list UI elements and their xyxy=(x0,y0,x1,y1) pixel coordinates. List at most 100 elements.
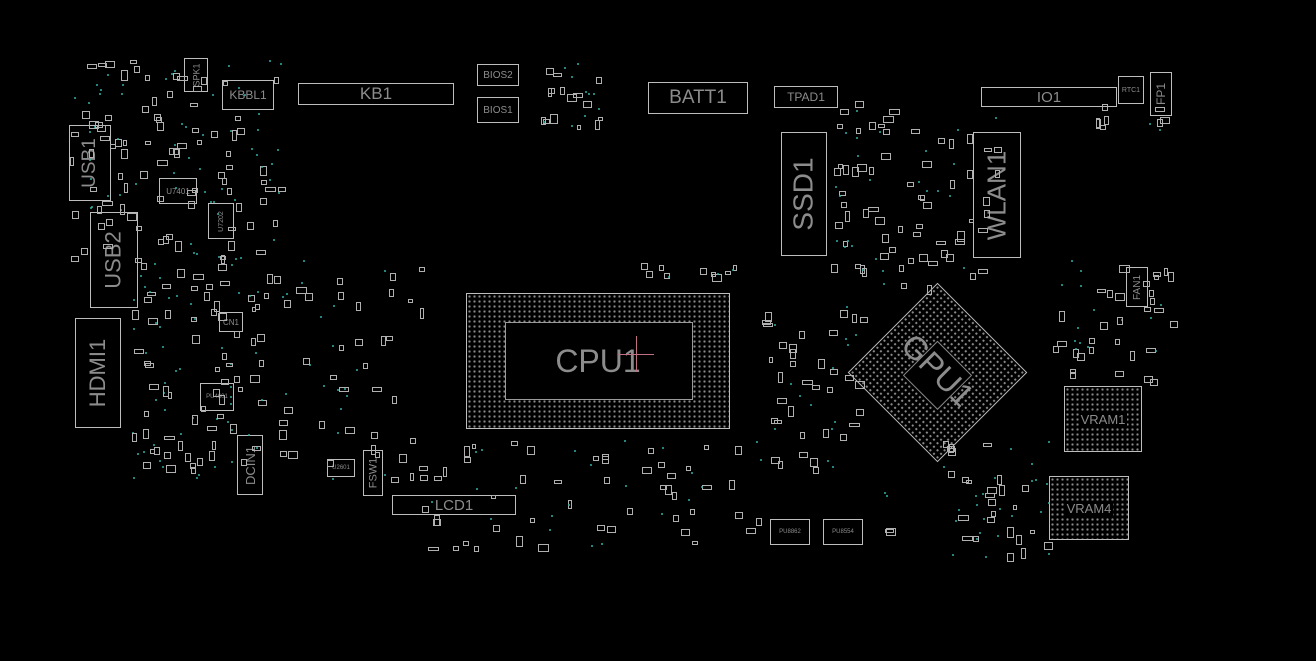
smd-part xyxy=(105,115,112,121)
component-vram1[interactable]: VRAM1 xyxy=(1064,386,1142,452)
test-point xyxy=(132,328,135,331)
smd-part xyxy=(829,368,838,375)
component-bios2[interactable]: BIOS2 xyxy=(477,64,519,86)
test-point xyxy=(106,194,109,197)
smd-part xyxy=(1089,346,1094,355)
test-point xyxy=(233,198,236,201)
smd-part xyxy=(977,228,989,234)
component-u2601[interactable]: U2601 xyxy=(327,459,355,477)
test-point xyxy=(1031,480,1034,483)
smd-part xyxy=(248,295,256,302)
smd-part xyxy=(234,331,241,338)
component-kb1[interactable]: KB1 xyxy=(298,83,454,105)
test-point xyxy=(143,450,146,453)
smd-part xyxy=(984,148,993,153)
test-point xyxy=(278,191,280,194)
component-pu8862[interactable]: PU8862 xyxy=(770,519,810,545)
component-dcin1[interactable]: DCIN1 xyxy=(237,435,263,495)
smd-part xyxy=(144,362,154,368)
smd-part xyxy=(380,335,386,346)
smd-part xyxy=(272,219,279,227)
test-point xyxy=(1086,345,1089,348)
smd-part xyxy=(874,217,885,225)
cpu-die-area xyxy=(505,322,693,400)
component-rtc1[interactable]: RTC1 xyxy=(1118,76,1144,104)
test-point xyxy=(982,518,985,521)
test-point xyxy=(624,485,627,488)
smd-part xyxy=(642,467,653,475)
component-usb1[interactable]: USB1 xyxy=(69,125,111,201)
test-point xyxy=(158,277,161,280)
smd-part xyxy=(140,263,147,270)
component-batt1[interactable]: BATT1 xyxy=(648,82,748,114)
smd-part xyxy=(327,459,334,468)
smd-part xyxy=(225,363,234,368)
test-point xyxy=(589,464,592,467)
test-point xyxy=(875,257,878,260)
test-point xyxy=(220,187,223,190)
component-cpu1[interactable]: CPU1 xyxy=(466,293,730,429)
smd-part xyxy=(191,466,197,475)
smd-part xyxy=(201,77,207,86)
smd-part xyxy=(162,386,170,398)
test-point xyxy=(542,120,545,123)
test-point xyxy=(975,503,978,506)
component-vram4[interactable]: VRAM4 xyxy=(1049,476,1129,540)
label: SPK1 xyxy=(191,63,202,87)
component-pu8554[interactable]: PU8554 xyxy=(823,519,863,545)
smd-part xyxy=(856,128,861,134)
test-point xyxy=(144,286,146,289)
component-cn1[interactable]: CN1 xyxy=(219,312,243,332)
test-point xyxy=(667,276,670,279)
test-point xyxy=(976,537,979,540)
component-usb2[interactable]: USB2 xyxy=(90,212,138,308)
smd-part xyxy=(149,383,160,390)
smd-part xyxy=(225,151,232,157)
smd-part xyxy=(834,167,842,176)
label: PU4601 xyxy=(206,394,228,400)
component-u7401[interactable]: U7401 xyxy=(159,178,197,204)
smd-part xyxy=(1143,281,1151,288)
smd-part xyxy=(99,135,111,142)
test-point xyxy=(231,264,234,267)
component-kbbl1[interactable]: KBBL1 xyxy=(222,80,274,110)
test-point xyxy=(198,473,200,476)
smd-part xyxy=(862,267,868,277)
test-point xyxy=(999,508,1002,511)
smd-part xyxy=(988,498,996,507)
test-point xyxy=(220,347,223,350)
label: CPU1 xyxy=(555,342,641,379)
test-point xyxy=(261,166,264,169)
test-point xyxy=(755,441,758,443)
smd-part xyxy=(602,456,610,465)
component-u7202[interactable]: U7202 xyxy=(208,203,234,239)
smd-part xyxy=(389,272,397,282)
smd-part xyxy=(250,375,260,383)
smd-part xyxy=(296,287,308,294)
smd-part xyxy=(768,357,773,363)
test-point xyxy=(1039,510,1042,513)
smd-part xyxy=(978,268,988,275)
component-tpad1[interactable]: TPAD1 xyxy=(774,86,838,108)
component-hdmi1[interactable]: HDMI1 xyxy=(75,318,121,428)
test-point xyxy=(942,465,945,468)
component-fsw1[interactable]: FSW1 xyxy=(363,450,383,496)
component-ssd1[interactable]: SSD1 xyxy=(781,132,827,256)
smd-part xyxy=(947,448,956,457)
component-io1[interactable]: IO1 xyxy=(981,87,1117,107)
smd-part xyxy=(701,485,712,490)
component-fp1[interactable]: FP1 xyxy=(1150,72,1172,116)
test-point xyxy=(850,245,853,248)
smd-part xyxy=(267,274,273,285)
smd-part xyxy=(192,415,199,425)
smd-part xyxy=(885,527,897,536)
smd-part xyxy=(443,466,448,478)
component-bios1[interactable]: BIOS1 xyxy=(477,97,519,123)
test-point xyxy=(688,499,691,502)
test-point xyxy=(886,494,889,497)
smd-part xyxy=(419,308,424,319)
component-pu4601[interactable]: PU4601 xyxy=(200,383,234,411)
component-wlan1[interactable]: WLAN1 xyxy=(973,132,1021,258)
smd-part xyxy=(222,177,228,185)
component-lcd1[interactable]: LCD1 xyxy=(392,495,516,515)
